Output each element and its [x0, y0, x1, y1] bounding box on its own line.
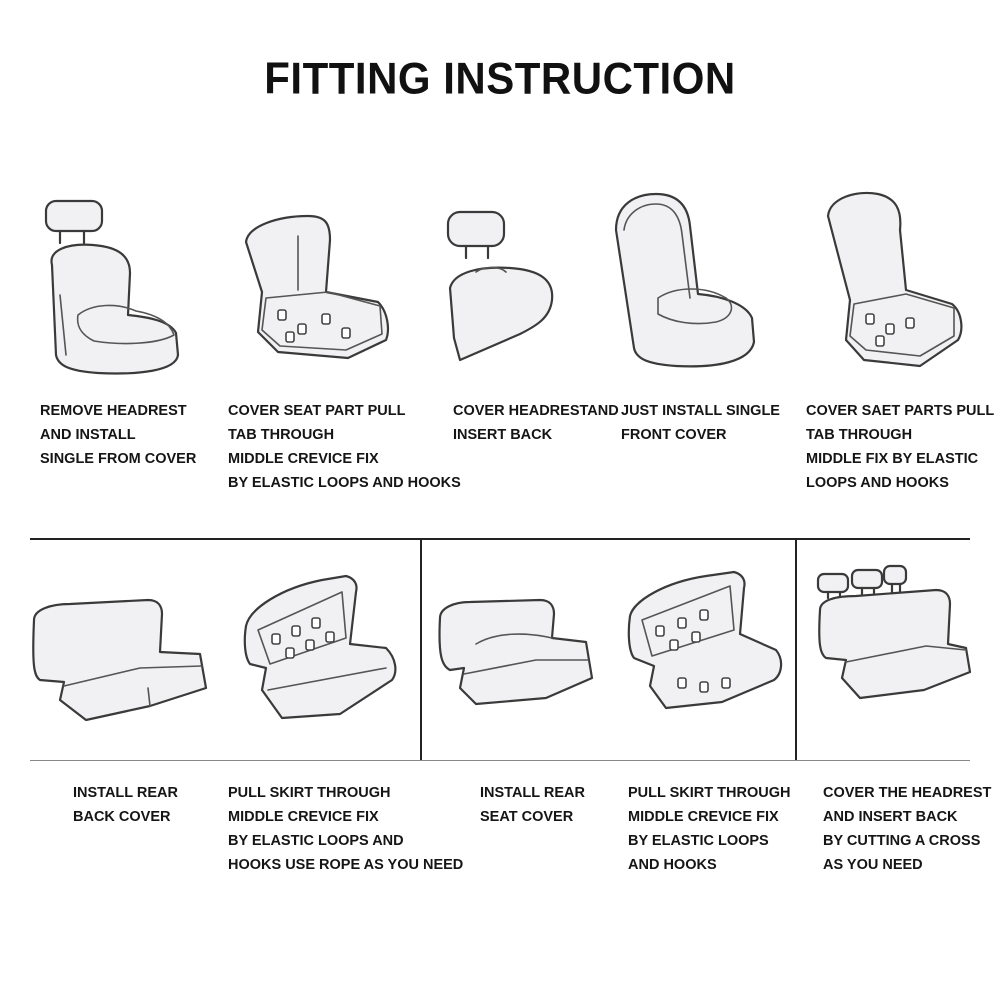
rear-skirt-hooks-illustration [242, 572, 402, 722]
step-line: BY CUTTING A CROSS [823, 833, 981, 849]
step-line: SINGLE FROM COVER [40, 451, 197, 467]
step-install-front-cover: JUST INSTALL SINGLE FRONT COVER [621, 399, 780, 447]
step-line: MIDDLE FIX BY ELASTIC [806, 451, 979, 467]
step-line: TAB THROUGH [806, 427, 913, 443]
rear-headrests-and-bench-illustration [816, 564, 976, 706]
step-line: BACK COVER [73, 809, 171, 825]
step-pull-skirt-rope: PULL SKIRT THROUGH MIDDLE CREVICE FIX BY… [228, 781, 463, 877]
step-line: LOOPS AND HOOKS [806, 475, 949, 491]
front-seat-full-cover-illustration [606, 190, 766, 380]
page-title: FITTING INSTRUCTION [264, 53, 736, 104]
step-line: INSTALL REAR [73, 785, 178, 801]
row-divider-lower [30, 760, 970, 761]
step-cover-rear-headrest: COVER THE HEADREST AND INSERT BACK BY CU… [823, 781, 991, 877]
step-line: MIDDLE CREVICE FIX [228, 809, 379, 825]
rear-back-cover-illustration [30, 596, 210, 726]
step-line: INSERT BACK [453, 427, 553, 443]
step-remove-headrest: REMOVE HEADREST AND INSTALL SINGLE FROM … [40, 399, 196, 471]
step-cover-seat-parts: COVER SAET PARTS PULL TAB THROUGH MIDDLE… [806, 399, 994, 495]
step-line: COVER SEAT PART PULL [228, 403, 406, 419]
step-line: HOOKS USE ROPE AS YOU NEED [228, 857, 464, 873]
step-line: AS YOU NEED [823, 857, 923, 873]
step-pull-skirt-hooks: PULL SKIRT THROUGH MIDDLE CREVICE FIX BY… [628, 781, 790, 877]
step-line: AND INSERT BACK [823, 809, 958, 825]
step-install-rear-seat: INSTALL REAR SEAT COVER [480, 781, 585, 829]
section-divider-left [420, 538, 422, 760]
step-line: AND INSTALL [40, 427, 136, 443]
front-seat-cover-hooks-illustration [820, 190, 970, 375]
step-install-rear-back: INSTALL REAR BACK COVER [73, 781, 178, 829]
row-divider [30, 538, 970, 540]
step-cover-headrest: COVER HEADRESTAND INSERT BACK [453, 399, 619, 447]
step-line: JUST INSTALL SINGLE [621, 403, 780, 419]
step-line: PULL SKIRT THROUGH [628, 785, 791, 801]
seat-cover-hooks-illustration [238, 212, 398, 372]
step-line: TAB THROUGH [228, 427, 335, 443]
step-line: SEAT COVER [480, 809, 574, 825]
step-line: AND HOOKS [628, 857, 717, 873]
step-line: COVER HEADRESTAND [453, 403, 619, 419]
headrest-and-back-cover-illustration [440, 208, 560, 368]
section-divider-right [795, 538, 797, 760]
step-line: INSTALL REAR [480, 785, 585, 801]
step-line: FRONT COVER [621, 427, 727, 443]
rear-seat-skirt-hooks-illustration [626, 570, 786, 710]
step-line: REMOVE HEADREST [40, 403, 187, 419]
step-line: COVER SAET PARTS PULL [806, 403, 995, 419]
front-seat-headrest-removed-illustration [38, 195, 188, 385]
step-line: BY ELASTIC LOOPS [628, 833, 769, 849]
step-line: MIDDLE CREVICE FIX [628, 809, 779, 825]
step-line: COVER THE HEADREST [823, 785, 992, 801]
step-line: PULL SKIRT THROUGH [228, 785, 391, 801]
step-line: BY ELASTIC LOOPS AND HOOKS [228, 475, 461, 491]
step-line: BY ELASTIC LOOPS AND [228, 833, 404, 849]
step-cover-seat-part: COVER SEAT PART PULL TAB THROUGH MIDDLE … [228, 399, 461, 495]
rear-seat-cover-illustration [436, 598, 596, 728]
step-line: MIDDLE CREVICE FIX [228, 451, 379, 467]
